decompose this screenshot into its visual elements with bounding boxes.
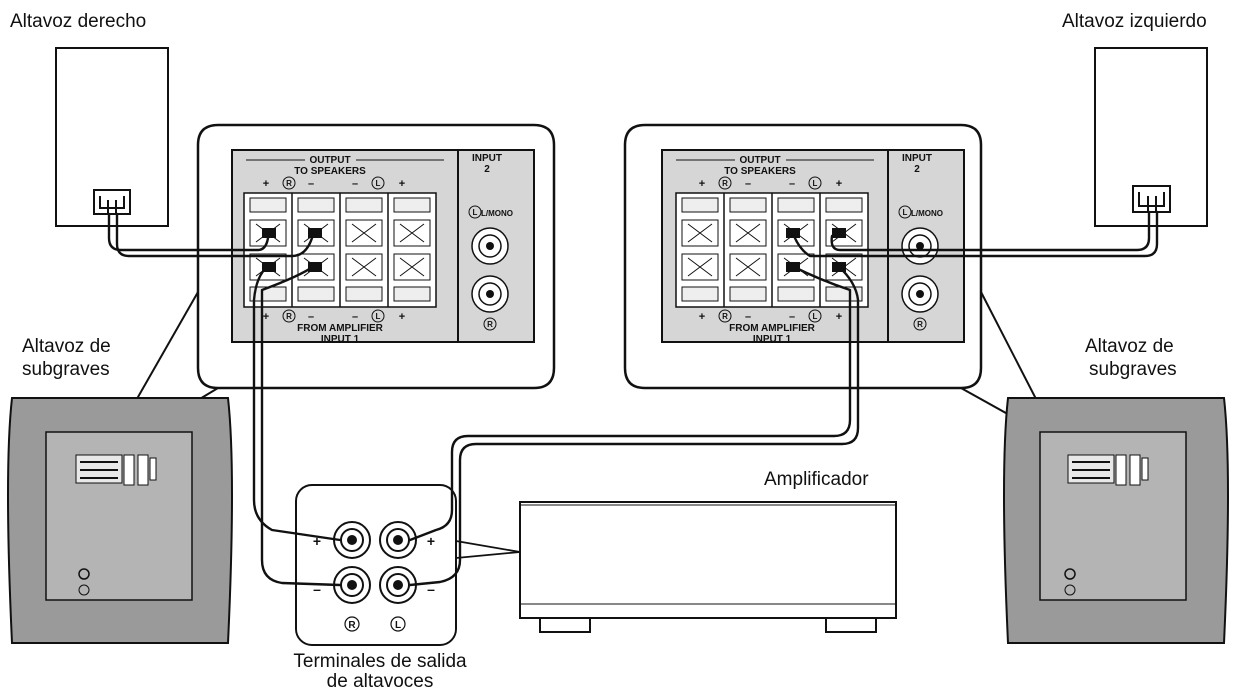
- polarity-plus: +: [699, 311, 705, 323]
- right-subwoofer-label-line2: subgraves: [1089, 359, 1177, 380]
- wire-right-speaker-plus: [107, 212, 272, 252]
- polarity-plus: +: [699, 178, 705, 190]
- to-speakers-label: TO SPEAKERS: [294, 166, 366, 177]
- polarity-plus: +: [836, 311, 842, 323]
- polarity-minus: –: [352, 311, 358, 323]
- channel-l-mark: L: [903, 208, 908, 217]
- terminal-grid: [249, 193, 431, 307]
- polarity-minus: –: [352, 178, 358, 190]
- amplifier-label: Amplificador: [764, 469, 869, 490]
- channel-l-mark: L: [473, 208, 478, 217]
- wire-left-speaker-minus: [792, 210, 1159, 258]
- channel-r-mark: R: [722, 312, 728, 321]
- input1-label: INPUT 1: [753, 334, 792, 345]
- wire-left-speaker-plus: [830, 210, 1151, 252]
- right-speaker-label: Altavoz derecho: [10, 11, 147, 32]
- terminals-label-line1: Terminales de salida: [293, 651, 467, 672]
- input2-number: 2: [484, 164, 490, 175]
- polarity-minus: –: [745, 178, 751, 190]
- left-speaker-label: Altavoz izquierdo: [1062, 11, 1207, 32]
- wire-left-input-minus: [260, 264, 342, 587]
- lmono-label: L/MONO: [911, 209, 943, 218]
- from-amplifier-label: FROM AMPLIFIER: [297, 323, 384, 334]
- polarity-plus: +: [399, 178, 405, 190]
- left-subwoofer-label-line2: subgraves: [22, 359, 110, 380]
- right-subwoofer: [1003, 397, 1229, 644]
- terminal-plus-right: +: [427, 533, 435, 549]
- terminal-minus-left: –: [313, 581, 321, 597]
- polarity-minus: –: [789, 178, 795, 190]
- channel-l-mark: L: [813, 179, 818, 188]
- speaker-wires: [107, 210, 1159, 587]
- output-label: OUTPUT: [739, 155, 780, 166]
- wire-right-speaker-minus: [115, 212, 316, 258]
- left-subwoofer-panel: OUTPUT TO SPEAKERS INPUT 2 + R – – L +: [231, 149, 535, 345]
- output-label: OUTPUT: [309, 155, 350, 166]
- right-subwoofer-panel: OUTPUT TO SPEAKERS INPUT 2 + R – – L +: [661, 149, 965, 345]
- channel-l-mark: L: [376, 179, 381, 188]
- polarity-minus: –: [308, 311, 314, 323]
- polarity-minus: –: [745, 311, 751, 323]
- terminal-minus-right: –: [427, 581, 435, 597]
- input1-label: INPUT 1: [321, 334, 360, 345]
- speaker-output-terminals: + + – – R L: [295, 484, 521, 646]
- terminals-label-line2: de altavoces: [326, 671, 434, 692]
- channel-l-mark: L: [376, 312, 381, 321]
- channel-r-mark: R: [286, 312, 292, 321]
- wire-right-input-minus: [408, 264, 860, 587]
- polarity-plus: +: [836, 178, 842, 190]
- channel-r-mark: R: [487, 320, 493, 329]
- input2-label: INPUT: [902, 153, 932, 164]
- wire-right-input-plus: [408, 264, 852, 542]
- from-amplifier-label: FROM AMPLIFIER: [729, 323, 816, 334]
- input2-number: 2: [914, 164, 920, 175]
- polarity-minus: –: [308, 178, 314, 190]
- input2-label: INPUT: [472, 153, 502, 164]
- polarity-plus: +: [263, 178, 269, 190]
- amplifier: [519, 501, 897, 633]
- terminal-grid: [681, 193, 863, 307]
- right-speaker: [55, 47, 169, 227]
- left-subwoofer-label-line1: Altavoz de: [22, 336, 111, 357]
- channel-r-mark: R: [286, 179, 292, 188]
- wire-left-input-plus: [252, 264, 342, 542]
- terminal-l-mark: L: [395, 620, 401, 631]
- polarity-plus: +: [399, 311, 405, 323]
- terminal-r-mark: R: [348, 620, 356, 631]
- left-speaker: [1094, 47, 1208, 227]
- lmono-label: L/MONO: [481, 209, 513, 218]
- channel-l-mark: L: [813, 312, 818, 321]
- to-speakers-label: TO SPEAKERS: [724, 166, 796, 177]
- polarity-minus: –: [789, 311, 795, 323]
- channel-r-mark: R: [917, 320, 923, 329]
- left-subwoofer: [7, 397, 233, 644]
- terminal-plus-left: +: [313, 533, 321, 549]
- right-subwoofer-label-line1: Altavoz de: [1085, 336, 1174, 357]
- channel-r-mark: R: [722, 179, 728, 188]
- polarity-plus: +: [263, 311, 269, 323]
